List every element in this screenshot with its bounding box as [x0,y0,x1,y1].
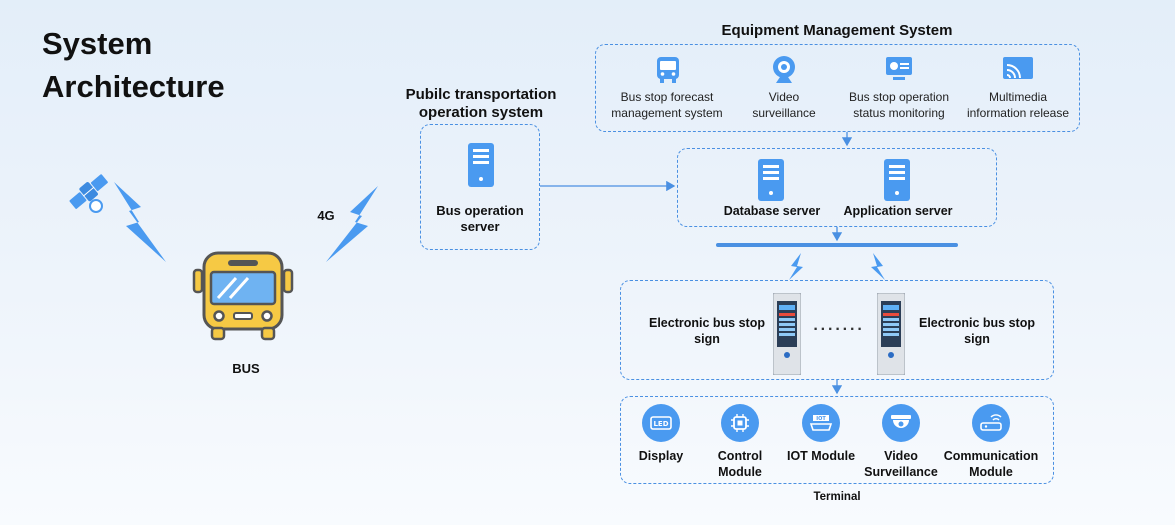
bus-stop-sign-device-icon [877,293,905,375]
4g-signal-icon [326,186,378,262]
equipment-heading: Equipment Management System [721,22,953,39]
iot-module-icon: IOT [802,404,840,442]
router-icon [972,404,1010,442]
bus-operation-server-box: Bus operation server [420,124,540,250]
equipment-item-label: Bus stop operation status monitoring [848,90,950,120]
satellite-icon [69,174,108,213]
cast-screen-icon [1003,57,1033,79]
svg-text:IOT: IOT [816,416,826,422]
bus-icon [657,57,679,83]
sign-label-right: Electronic bus stop sign [919,316,1035,346]
servers-box: Database server Application server [677,148,997,227]
bus-label: BUS [232,361,260,376]
svg-text:LED: LED [653,420,668,428]
bus-stop-sign-device-icon [773,293,801,375]
monitoring-icon [886,57,912,80]
terminal-module-label: Video Surveillance [864,449,938,479]
satellite-signal-icon [114,182,166,262]
database-server-label: Database server [723,204,821,218]
equipment-management-box: Bus stop forecast management system Vide… [595,44,1080,132]
application-server-icon [884,159,910,201]
terminal-box: LED Display Control Module IOT IOT Modul… [620,396,1054,484]
database-server-icon [758,159,784,201]
terminal-module-label: Control Module [717,449,763,479]
ellipsis-dots: ······· [813,321,865,338]
terminal-module-label: Display [638,449,684,463]
page-title: System Architecture [42,26,225,104]
network-bar [716,243,958,247]
webcam-icon [773,56,795,83]
equipment-item-label: Multimedia information release [966,90,1070,120]
equipment-item-label: Bus stop forecast management system [611,90,723,120]
bus-operation-server-label: Bus operation server [436,203,524,234]
terminal-module-label: IOT Module [786,449,856,463]
public-transport-heading: Pubilc transportation operation system [405,86,557,121]
chip-icon [721,404,759,442]
wireless-signal-icon-right [871,253,885,280]
bus-icon [192,251,294,341]
terminal-caption: Terminal [813,491,861,503]
dome-camera-icon [882,404,920,442]
application-server-label: Application server [843,204,953,218]
terminal-module-label: Communication Module [943,449,1039,479]
led-display-icon: LED [642,404,680,442]
sign-label-left: Electronic bus stop sign [649,316,765,346]
equipment-item-label: Video surveillance [752,90,816,120]
4g-label: 4G [317,208,335,223]
server-icon [468,143,494,187]
wireless-signal-icon-left [789,253,803,280]
electronic-signs-box: Electronic bus stop sign ······· Electro… [620,280,1054,380]
